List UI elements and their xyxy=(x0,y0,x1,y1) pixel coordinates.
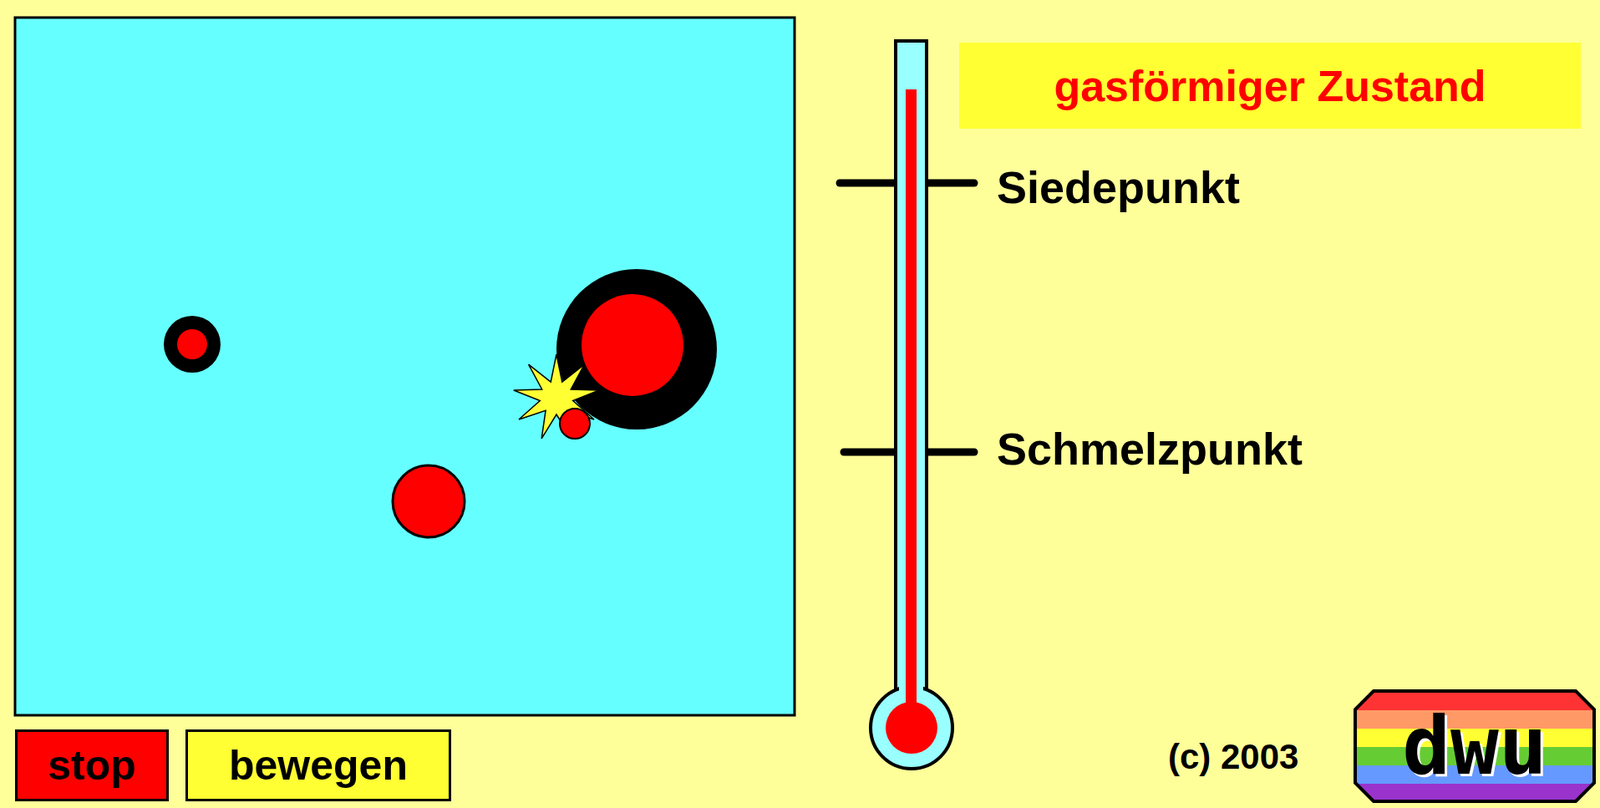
particle-shell xyxy=(163,315,221,373)
stop-button: stop xyxy=(15,729,169,802)
logo-rainbow xyxy=(1355,690,1595,802)
thermometer-liquid xyxy=(885,701,938,754)
collision-star xyxy=(513,354,600,439)
node-text: dwu xyxy=(1401,706,1547,787)
boiling-point-label: Siedepunkt xyxy=(996,161,1240,214)
state-box: gasförmiger Zustand xyxy=(959,42,1581,129)
particle xyxy=(392,465,465,538)
particle xyxy=(581,294,684,397)
thermometer-column xyxy=(905,89,917,725)
node-text: bewegen xyxy=(228,741,408,790)
container xyxy=(15,17,795,716)
melting-point-label: Schmelzpunkt xyxy=(996,422,1303,475)
particle-shell xyxy=(556,269,717,430)
move-button: bewegen xyxy=(185,729,452,802)
logo: dwu xyxy=(1355,690,1595,802)
particle xyxy=(177,329,208,360)
particle xyxy=(559,408,590,439)
node-text: stop xyxy=(47,741,137,790)
copyright-label: (c) 2003 xyxy=(1168,736,1299,778)
node-text: gasförmiger Zustand xyxy=(1053,60,1486,112)
logo-outline xyxy=(1355,690,1595,802)
